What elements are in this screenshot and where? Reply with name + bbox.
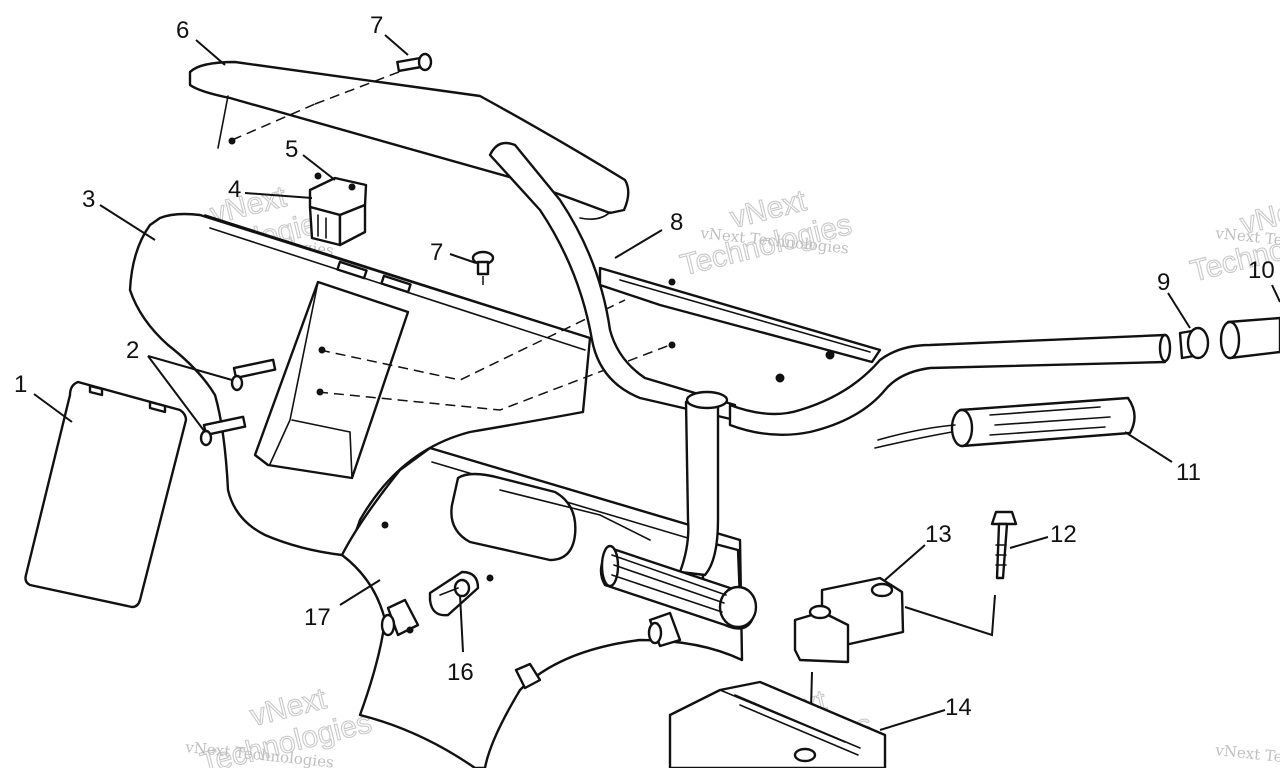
bolt-part-7-top bbox=[396, 52, 433, 73]
callout-2: 2 bbox=[126, 337, 139, 364]
callout-labels: 1 2 3 4 5 6 7 7 8 9 10 11 12 13 14 16 17 bbox=[14, 12, 1275, 721]
callout-17: 17 bbox=[304, 604, 331, 631]
callout-11: 11 bbox=[1176, 459, 1201, 486]
end-plug-part-9 bbox=[1178, 326, 1210, 360]
switch-part-4-5 bbox=[308, 172, 368, 247]
callout-10: 10 bbox=[1248, 257, 1275, 284]
callout-4: 4 bbox=[228, 176, 241, 203]
callout-13: 13 bbox=[925, 521, 952, 548]
heated-grip-part-11 bbox=[874, 396, 1136, 449]
grip-part-10 bbox=[1219, 316, 1280, 360]
bolt-part-7-mid bbox=[471, 250, 495, 285]
callout-7-mid: 7 bbox=[430, 239, 443, 266]
callout-3: 3 bbox=[82, 186, 95, 213]
base-clamp-part-14 bbox=[668, 680, 887, 768]
leader-lines bbox=[33, 34, 1280, 731]
screws-part-2 bbox=[199, 358, 277, 447]
callout-1: 1 bbox=[14, 371, 27, 398]
callout-7-top: 7 bbox=[370, 12, 383, 39]
callout-9: 9 bbox=[1157, 269, 1170, 296]
callout-14: 14 bbox=[945, 694, 972, 721]
bolt-part-12 bbox=[904, 510, 1018, 637]
callout-12: 12 bbox=[1050, 521, 1077, 548]
callout-8: 8 bbox=[670, 209, 683, 236]
lower-console-part-17 bbox=[340, 446, 744, 768]
main-body-part-3 bbox=[128, 212, 676, 557]
handlebar-part-8 bbox=[488, 141, 1172, 630]
cover-part-1 bbox=[24, 380, 188, 609]
callout-5: 5 bbox=[285, 136, 298, 163]
watermark-text: vNext Technologies bbox=[1214, 741, 1280, 768]
bracket-part-16 bbox=[428, 570, 480, 617]
callout-16: 16 bbox=[447, 659, 474, 686]
callout-6: 6 bbox=[176, 17, 189, 44]
